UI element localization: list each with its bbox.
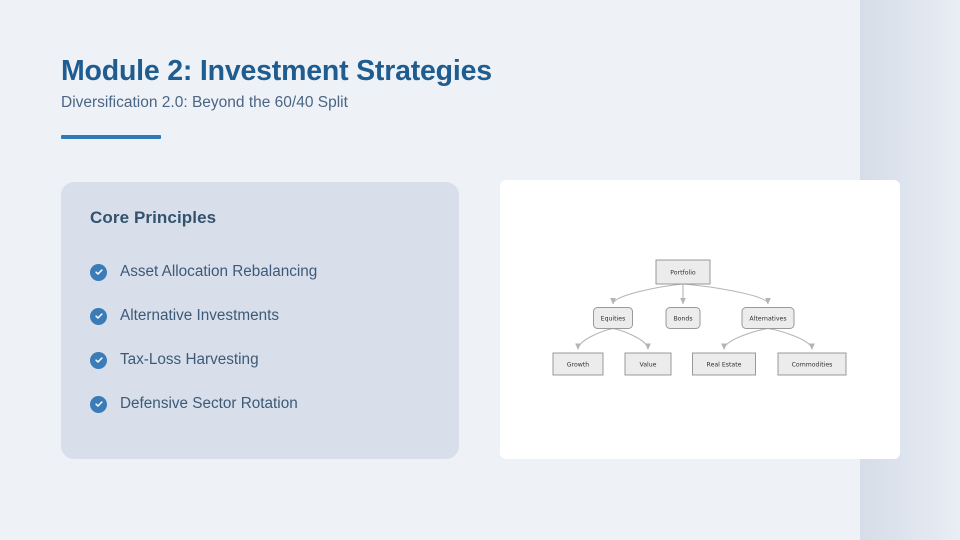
diagram-edge-equities-to-value	[612, 327, 651, 350]
diagram-node-label: Alternatives	[749, 315, 786, 322]
diagram-node-label: Equities	[601, 315, 626, 322]
core-principles-card: Core Principles Asset Allocation Rebalan…	[61, 182, 459, 459]
check-circle-icon	[90, 307, 107, 325]
diagram-node-label: Value	[640, 361, 657, 368]
diagram-edge-alternatives-to-realestate	[721, 327, 769, 350]
diagram-node-alternatives[interactable]: Alternatives	[741, 307, 795, 329]
list-item-label: Asset Allocation Rebalancing	[120, 263, 318, 281]
diagram-node-shape	[552, 352, 604, 376]
diagram-node-shape	[665, 307, 701, 329]
diagram-node-label: Commodities	[792, 361, 833, 368]
card-heading: Core Principles	[90, 208, 217, 227]
list-item-label: Tax-Loss Harvesting	[120, 351, 259, 369]
diagram-node-shape	[655, 259, 711, 285]
diagram-node-equities[interactable]: Equities	[593, 307, 633, 329]
list-item[interactable]: Tax-Loss Harvesting	[90, 338, 439, 382]
diagram-node-label: Real Estate	[707, 361, 742, 368]
page-title: Module 2: Investment Strategies	[61, 55, 492, 87]
diagram-node-shape	[777, 352, 847, 376]
check-circle-icon	[90, 395, 107, 413]
slide-header: Module 2: Investment Strategies Diversif…	[61, 55, 761, 113]
diagram-edge-alternatives-to-commodities	[767, 327, 815, 350]
diagram-node-label: Portfolio	[670, 269, 696, 276]
page-subtitle: Diversification 2.0: Beyond the 60/40 Sp…	[61, 93, 348, 111]
diagram-edge-portfolio-to-alternatives	[682, 283, 771, 305]
diagram-edge-group	[575, 283, 815, 350]
diagram-node-portfolio[interactable]: Portfolio	[655, 259, 711, 285]
diagram-edge-equities-to-growth	[575, 327, 614, 350]
diagram-node-label: Bonds	[673, 315, 692, 322]
diagram-node-shape	[741, 307, 795, 329]
diagram-node-commodities[interactable]: Commodities	[777, 352, 847, 376]
diagram-node-realestate[interactable]: Real Estate	[692, 352, 756, 376]
diagram-node-label: Growth	[567, 361, 589, 368]
list-item[interactable]: Alternative Investments	[90, 294, 439, 338]
diagram-node-shape	[692, 352, 756, 376]
diagram-node-value[interactable]: Value	[624, 352, 672, 376]
list-item-label: Alternative Investments	[120, 307, 279, 325]
diagram-node-shape	[593, 307, 633, 329]
list-item[interactable]: Defensive Sector Rotation	[90, 382, 439, 426]
title-accent-bar	[61, 135, 161, 139]
check-circle-icon	[90, 263, 107, 281]
list-item[interactable]: Asset Allocation Rebalancing	[90, 250, 439, 294]
diagram-node-shape	[624, 352, 672, 376]
diagram-node-bonds[interactable]: Bonds	[665, 307, 701, 329]
diagram-edge-portfolio-to-equities	[610, 283, 684, 305]
diagram-node-growth[interactable]: Growth	[552, 352, 604, 376]
check-circle-icon	[90, 351, 107, 369]
list-item-label: Defensive Sector Rotation	[120, 395, 298, 413]
